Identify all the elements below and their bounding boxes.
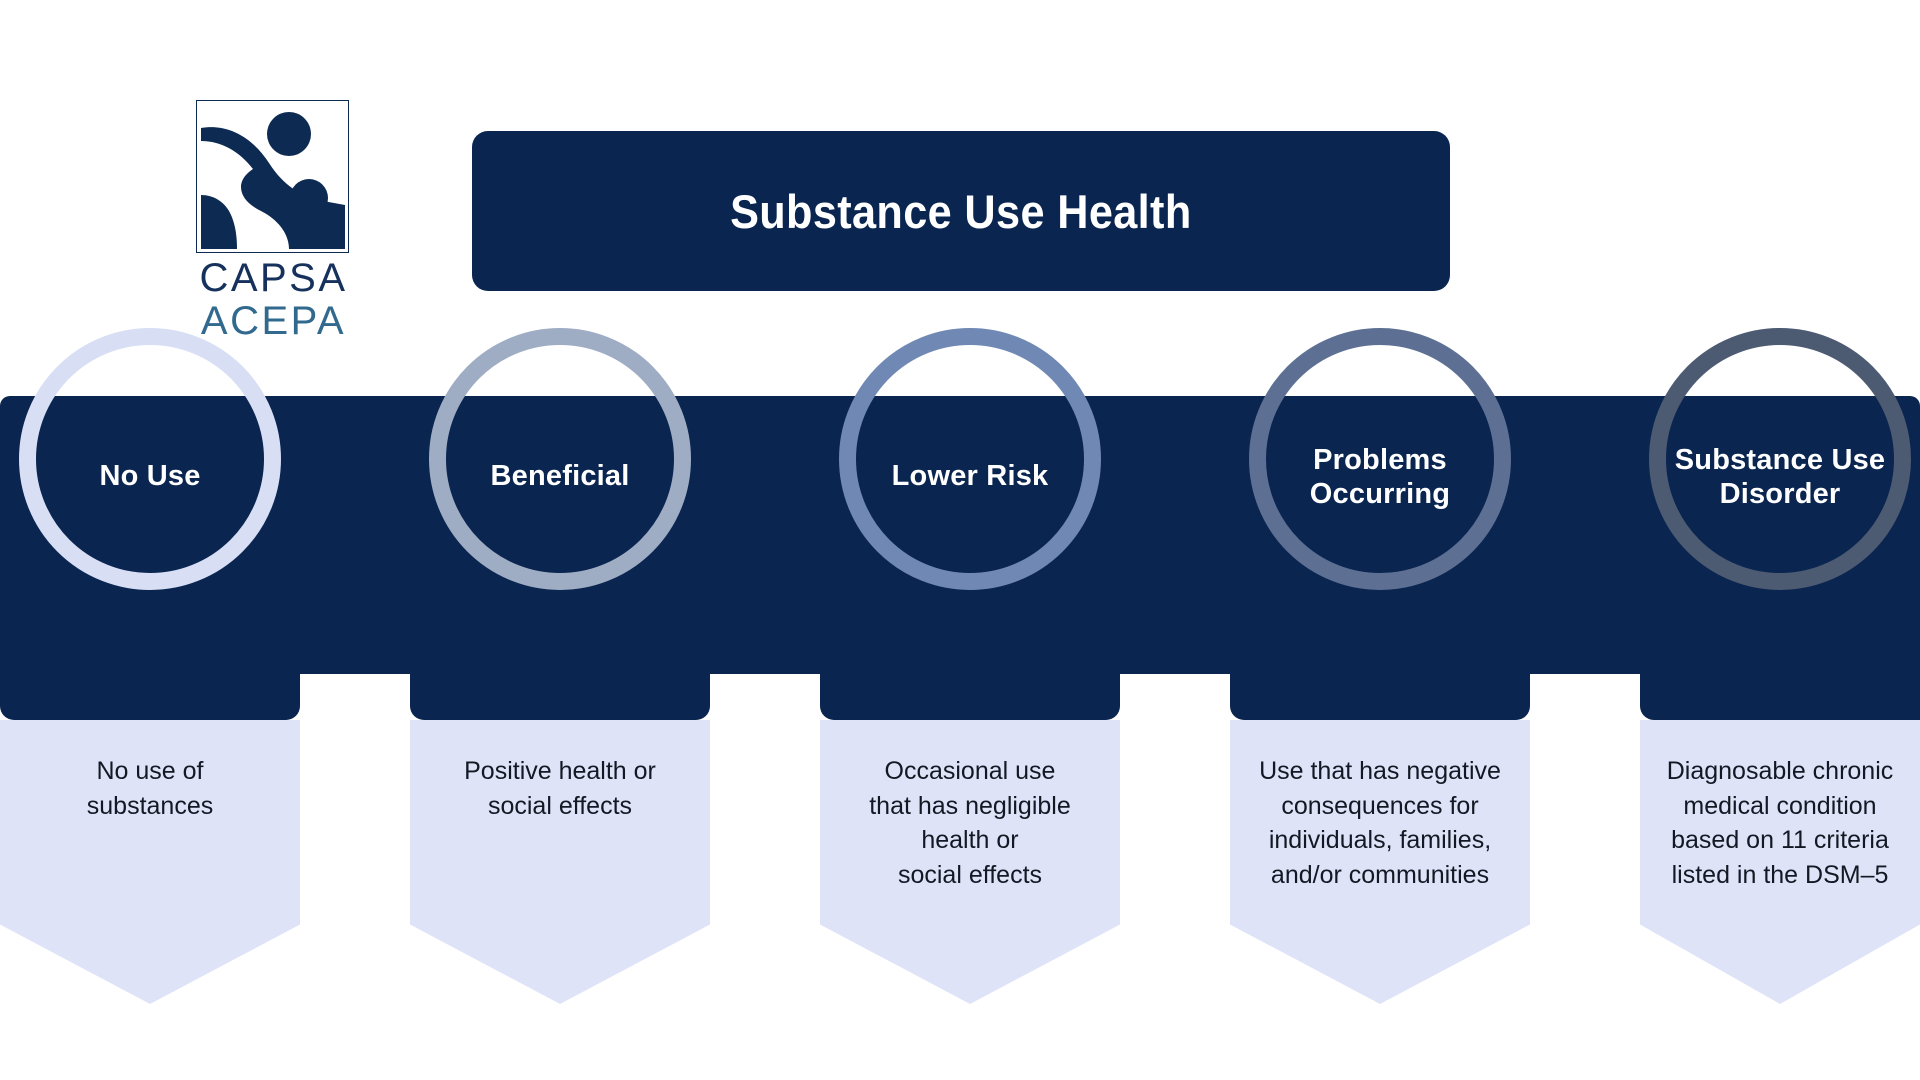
stage-description: Diagnosable chronic medical condition ba… bbox=[1666, 757, 1894, 889]
capsa-logo-mark-icon bbox=[196, 100, 349, 253]
stage-description-card: Positive health or social effects bbox=[410, 720, 710, 1004]
capsa-acepa-logo: CAPSA ACEPA bbox=[196, 100, 351, 343]
stage-label: No Use bbox=[99, 460, 201, 492]
stage-label: Lower Risk bbox=[891, 460, 1049, 492]
navy-tab bbox=[1640, 674, 1920, 720]
page-title: Substance Use Health bbox=[730, 184, 1192, 238]
logo-text-capsa: CAPSA bbox=[199, 256, 348, 300]
navy-tab bbox=[410, 674, 710, 720]
stage-label: Substance Use Disorder bbox=[1674, 444, 1886, 511]
stage-description-card: Diagnosable chronic medical condition ba… bbox=[1640, 720, 1920, 1004]
navy-tab bbox=[820, 674, 1120, 720]
stage-label: Problems Occurring bbox=[1309, 444, 1451, 511]
stage-description: No use of substances bbox=[86, 757, 214, 820]
navy-tab bbox=[1230, 674, 1530, 720]
stage-description: Positive health or social effects bbox=[464, 757, 656, 820]
stage-description-card: Use that has negative consequences for i… bbox=[1230, 720, 1530, 1004]
stage-label: Beneficial bbox=[490, 460, 630, 492]
stage-description-card: No use of substances bbox=[0, 720, 300, 1004]
stage-description: Occasional use that has negligible healt… bbox=[869, 757, 1071, 889]
stage-description-card: Occasional use that has negligible healt… bbox=[820, 720, 1120, 1004]
navy-tab bbox=[0, 674, 300, 720]
title-banner: Substance Use Health bbox=[472, 131, 1450, 291]
stage-description: Use that has negative consequences for i… bbox=[1259, 757, 1501, 889]
logo-text-acepa: ACEPA bbox=[200, 299, 347, 344]
